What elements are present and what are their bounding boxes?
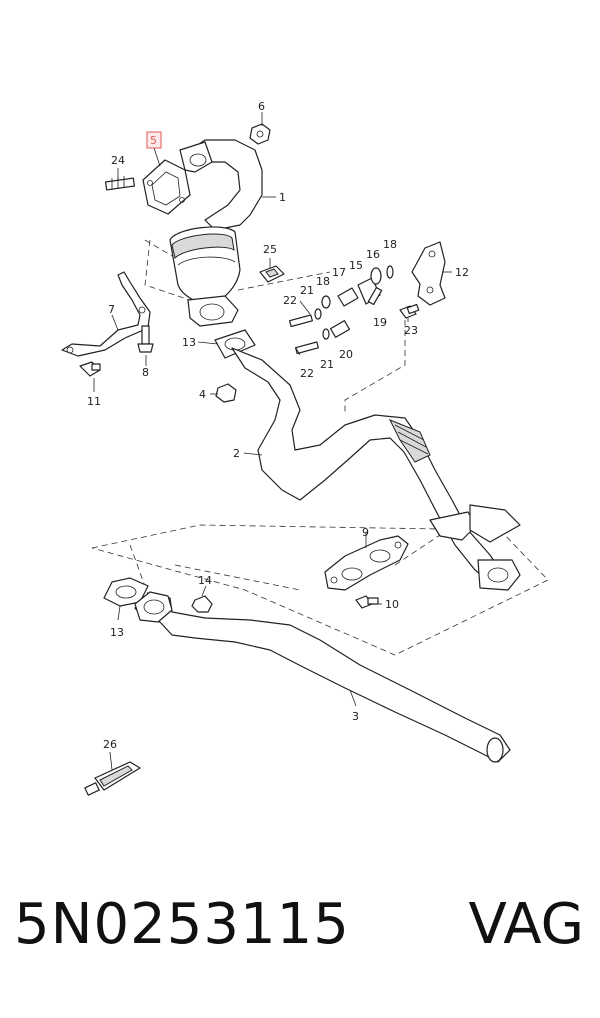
callout-19[interactable]: 19 <box>373 316 387 329</box>
clip-part-25[interactable] <box>259 265 285 283</box>
callout-13-upper[interactable]: 13 <box>182 336 196 349</box>
callout-18-right[interactable]: 18 <box>383 238 397 251</box>
exhaust-parts-diagram: 5 24 6 1 25 7 8 11 13 4 2 22 21 18 17 15… <box>61 100 549 796</box>
callout-8[interactable]: 8 <box>142 366 149 379</box>
front-pipe-part-2[interactable] <box>231 347 521 591</box>
callout-17[interactable]: 17 <box>332 266 346 279</box>
callout-4[interactable]: 4 <box>199 388 206 401</box>
gasket-part-5[interactable] <box>142 159 191 215</box>
callout-15[interactable]: 15 <box>349 259 363 272</box>
callout-11[interactable]: 11 <box>87 395 101 408</box>
callout-labels: 5 24 6 1 25 7 8 11 13 4 2 22 21 18 17 15… <box>87 100 469 751</box>
callout-1[interactable]: 1 <box>279 191 286 204</box>
callout-7[interactable]: 7 <box>108 303 115 316</box>
nut-part-6[interactable] <box>249 123 271 145</box>
callout-10[interactable]: 10 <box>385 598 399 611</box>
callout-5[interactable]: 5 <box>150 134 157 147</box>
callout-21-lower[interactable]: 21 <box>320 358 334 371</box>
callout-20[interactable]: 20 <box>339 348 353 361</box>
callout-2[interactable]: 2 <box>233 447 240 460</box>
callout-26[interactable]: 26 <box>103 738 117 751</box>
brand-name: VAG <box>468 892 584 957</box>
callout-18-upper[interactable]: 18 <box>316 275 330 288</box>
bolt-part-10[interactable] <box>355 595 379 609</box>
callout-22-lower[interactable]: 22 <box>300 367 314 380</box>
footer: 5N0253115 VAG <box>0 892 600 972</box>
heat-shield-part-9[interactable] <box>324 535 409 591</box>
leader-lines <box>93 112 452 771</box>
bracket-part-12[interactable] <box>411 241 446 306</box>
bracket-part-7[interactable] <box>61 271 151 357</box>
callout-12[interactable]: 12 <box>455 266 469 279</box>
highlight-box-5 <box>146 131 162 149</box>
callout-21-upper[interactable]: 21 <box>300 284 314 297</box>
callout-24[interactable]: 24 <box>111 154 125 167</box>
stud-part-24[interactable] <box>104 176 136 191</box>
callout-6[interactable]: 6 <box>258 100 265 113</box>
sealing-paste-part-26[interactable] <box>84 761 141 796</box>
callout-3[interactable]: 3 <box>352 710 359 723</box>
exhaust-manifold-catalytic-converter[interactable] <box>169 139 263 327</box>
nut-part-14[interactable] <box>191 595 213 613</box>
callout-23[interactable]: 23 <box>404 324 418 337</box>
gasket-part-13-upper[interactable] <box>214 329 256 359</box>
sensor-assembly-parts-15-21[interactable] <box>288 265 394 355</box>
bolt-part-23[interactable] <box>399 303 420 319</box>
callout-25[interactable]: 25 <box>263 243 277 256</box>
bolt-part-11[interactable] <box>79 361 101 377</box>
bolt-part-8[interactable] <box>137 325 154 353</box>
callout-13-lower[interactable]: 13 <box>110 626 124 639</box>
part-number: 5N0253115 <box>14 892 350 957</box>
callout-16[interactable]: 16 <box>366 248 380 261</box>
rear-pipe-part-3[interactable] <box>134 591 511 763</box>
callout-14[interactable]: 14 <box>198 574 212 587</box>
nut-part-4[interactable] <box>215 383 237 403</box>
callout-22-upper[interactable]: 22 <box>283 294 297 307</box>
callout-9[interactable]: 9 <box>362 526 369 539</box>
